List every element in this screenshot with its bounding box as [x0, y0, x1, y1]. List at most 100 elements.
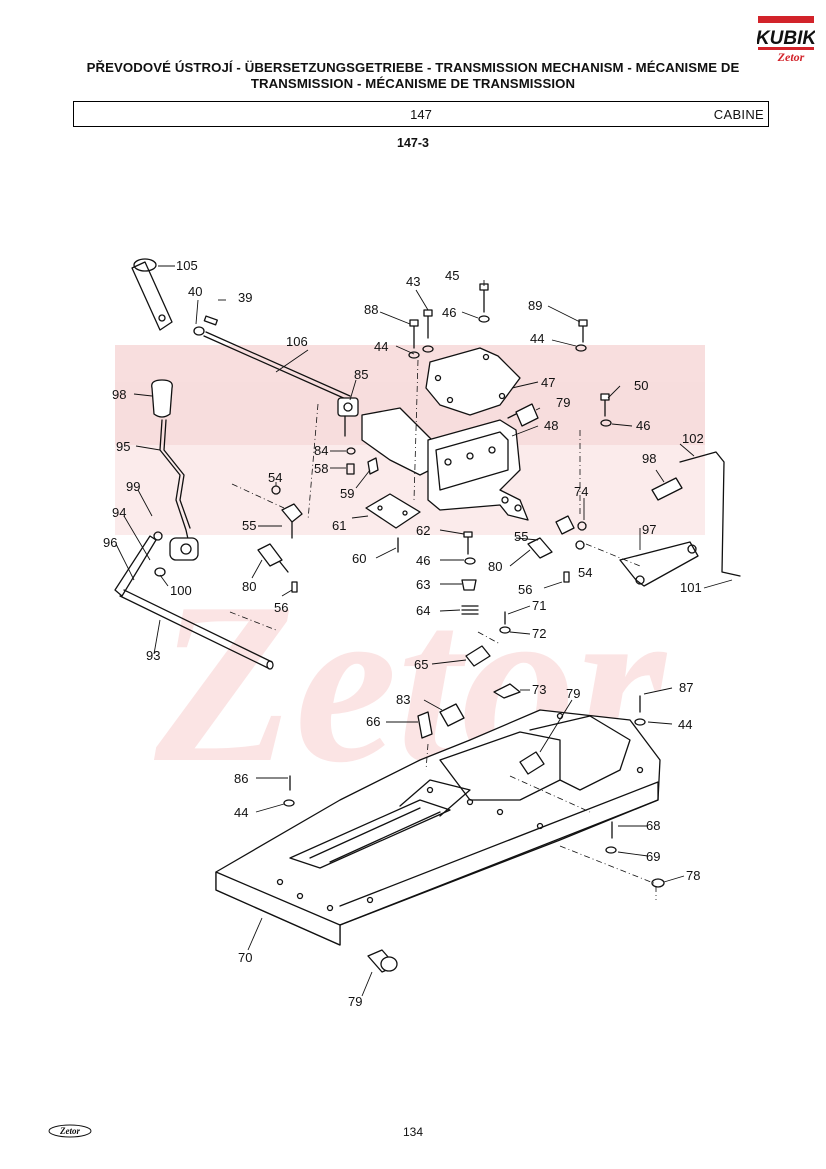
part-65-bracket — [465, 645, 491, 667]
part-58-bolt — [346, 463, 355, 475]
callout-66: 66 — [366, 714, 380, 729]
part-93-shaft — [119, 589, 274, 670]
part-97-lever — [619, 541, 699, 587]
part-79-switch-plate — [519, 751, 545, 775]
callout-55-left: 55 — [242, 518, 256, 533]
part-73-clip — [493, 683, 521, 699]
callout-46-right: 46 — [636, 418, 650, 433]
callout-93: 93 — [146, 648, 160, 663]
part-79-switch-bottom — [367, 949, 398, 973]
part-39-pin — [203, 315, 218, 326]
callout-50: 50 — [634, 378, 648, 393]
callout-43: 43 — [406, 274, 420, 289]
callout-47: 47 — [541, 375, 555, 390]
callout-89: 89 — [528, 298, 542, 313]
part-100-washer — [154, 567, 166, 577]
part-106-shaft — [203, 331, 351, 401]
callout-44-right: 44 — [530, 331, 544, 346]
callout-44-plate: 44 — [678, 717, 692, 732]
callout-79-plate: 79 — [566, 686, 580, 701]
bolts-top — [409, 283, 610, 417]
leader-lines — [115, 265, 733, 997]
callout-45: 45 — [445, 268, 459, 283]
callout-79-top: 79 — [556, 395, 570, 410]
part-59-pin — [367, 457, 379, 475]
part-95-lever — [159, 419, 191, 549]
svg-text:Zetor: Zetor — [777, 50, 805, 64]
part-66-fitting — [417, 711, 433, 739]
callout-56-left: 56 — [274, 600, 288, 615]
callout-61: 61 — [332, 518, 346, 533]
callout-95: 95 — [116, 439, 130, 454]
part-79-switch-top — [507, 403, 539, 427]
callout-54-right: 54 — [578, 565, 592, 580]
callout-46-top: 46 — [442, 305, 456, 320]
callout-98-right: 98 — [642, 451, 656, 466]
callout-83: 83 — [396, 692, 410, 707]
part-80-sensor-left — [257, 543, 289, 573]
callout-97: 97 — [642, 522, 656, 537]
svg-text:Zetor: Zetor — [59, 1126, 80, 1136]
kubik-zetor-logo: KUBIK Zetor — [757, 16, 815, 64]
part-69-washer — [605, 846, 617, 854]
part-84-nut — [346, 447, 356, 455]
callout-80-right: 80 — [488, 559, 502, 574]
part-78-washer — [651, 878, 665, 888]
callout-101: 101 — [680, 580, 702, 595]
callout-72: 72 — [532, 626, 546, 641]
part-83-sensor — [439, 703, 465, 727]
part-102-rod — [679, 451, 741, 577]
callout-44-top: 44 — [374, 339, 388, 354]
part-40-washer — [193, 326, 205, 336]
part-47-cover — [425, 347, 521, 416]
callout-85: 85 — [354, 367, 368, 382]
callout-56-right: 56 — [518, 582, 532, 597]
callout-106: 106 — [286, 334, 308, 349]
callout-68: 68 — [646, 818, 660, 833]
part-74-ring — [577, 521, 587, 531]
part-56-screw-right — [563, 571, 570, 583]
callout-80-left: 80 — [242, 579, 256, 594]
callout-40: 40 — [188, 284, 202, 299]
callout-64: 64 — [416, 603, 430, 618]
callout-58: 58 — [314, 461, 328, 476]
part-55-ball-joint-left — [281, 503, 303, 539]
part-85-fork — [337, 397, 359, 437]
page-title: PŘEVODOVÉ ÚSTROJÍ - ÜBERSETZUNGSGETRIEBE… — [86, 60, 740, 91]
callout-84: 84 — [314, 443, 328, 458]
zetor-footer-logo: Zetor — [48, 1124, 92, 1138]
part-55-ball-joint-right — [555, 515, 575, 535]
washers-top — [408, 315, 612, 427]
callout-99: 99 — [126, 479, 140, 494]
callout-94: 94 — [112, 505, 126, 520]
svg-text:KUBIK: KUBIK — [757, 28, 815, 49]
callout-63: 63 — [416, 577, 430, 592]
callout-48: 48 — [544, 418, 558, 433]
callout-62: 62 — [416, 523, 430, 538]
callout-96: 96 — [103, 535, 117, 550]
callout-105: 105 — [176, 258, 198, 273]
group-code: 147 — [410, 107, 432, 122]
callout-79-bottom: 79 — [348, 994, 362, 1009]
part-54-ring-right — [575, 540, 585, 550]
callout-70: 70 — [238, 950, 252, 965]
page-number: 134 — [402, 1125, 424, 1139]
part-98-knob-right — [651, 477, 683, 501]
callout-54-left: 54 — [268, 470, 282, 485]
callout-65: 65 — [414, 657, 428, 672]
alignment-lines — [229, 359, 657, 900]
part-72-washer — [499, 626, 511, 634]
callout-46-mid: 46 — [416, 553, 430, 568]
callout-71: 71 — [532, 598, 546, 613]
callout-87: 87 — [679, 680, 693, 695]
figure-code: 147-3 — [397, 136, 429, 150]
callout-44-left: 44 — [234, 805, 248, 820]
part-56-screw-left — [291, 581, 298, 593]
callout-39: 39 — [238, 290, 252, 305]
callout-100: 100 — [170, 583, 192, 598]
section-name: CABINE — [713, 107, 764, 122]
callout-86: 86 — [234, 771, 248, 786]
group-header-box: 147 CABINE — [73, 101, 769, 127]
part-48-housing — [361, 407, 529, 521]
